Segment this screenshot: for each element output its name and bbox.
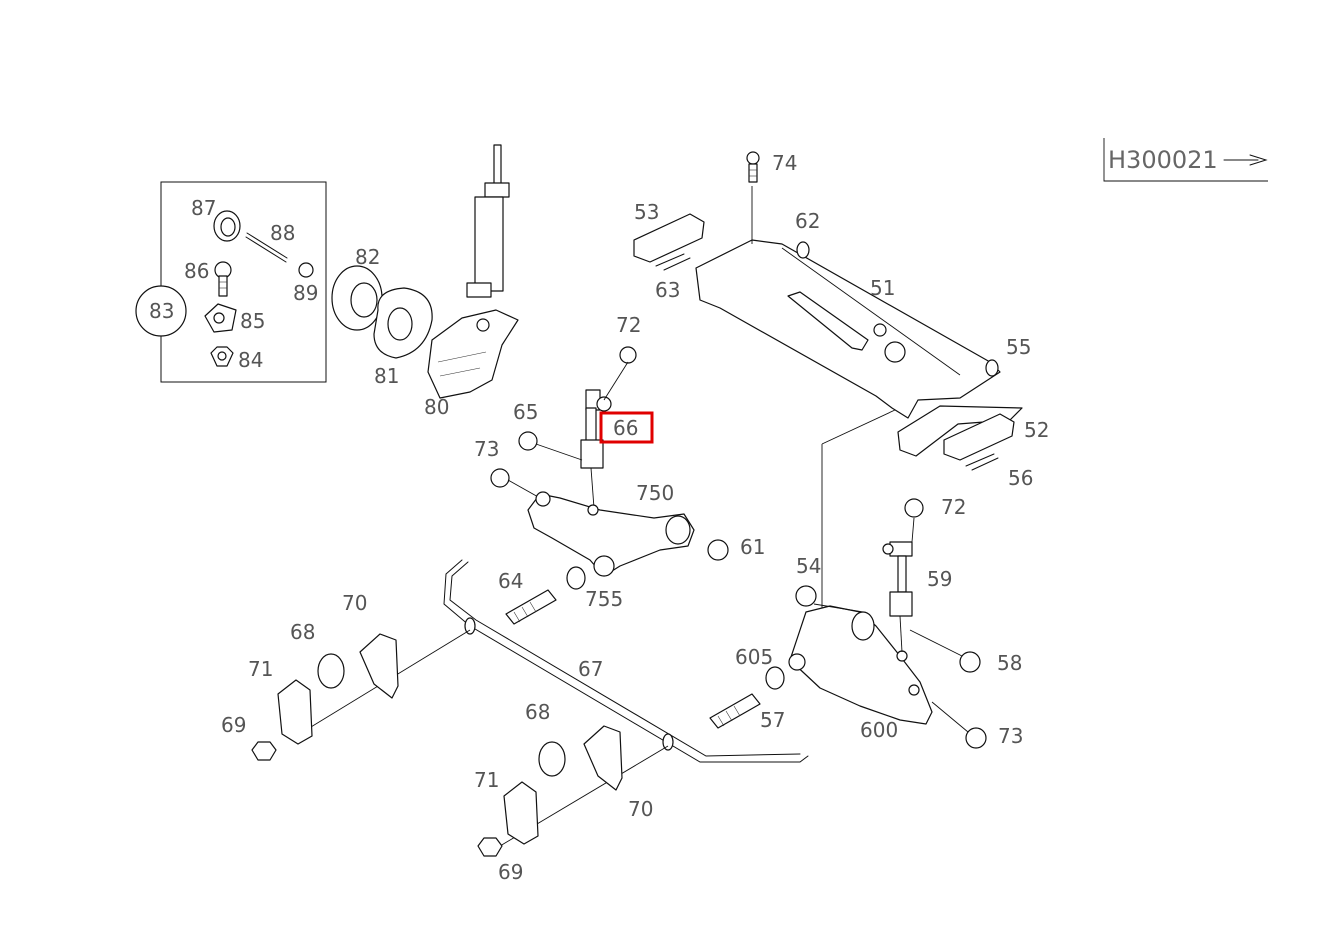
part-750-control-arm bbox=[527, 491, 695, 577]
callout-82: 82 bbox=[355, 245, 380, 269]
reference-code: H300021 bbox=[1108, 146, 1218, 174]
part-71-clamp-right bbox=[503, 781, 539, 845]
part-58-nut bbox=[959, 651, 981, 673]
part-600-control-arm bbox=[788, 605, 933, 725]
callout-88: 88 bbox=[270, 221, 295, 245]
callout-89: 89 bbox=[293, 281, 318, 305]
shock-absorber bbox=[466, 144, 510, 298]
part-755-bushing bbox=[566, 566, 586, 590]
callout-84: 84 bbox=[238, 348, 263, 372]
arrow-icon bbox=[1223, 154, 1268, 166]
callout-83: 83 bbox=[149, 299, 174, 323]
callout-labels: 87 88 86 89 83 85 84 82 81 80 74 62 53 6… bbox=[149, 151, 1049, 884]
callout-605: 605 bbox=[735, 645, 773, 669]
callout-70-right: 70 bbox=[628, 797, 653, 821]
part-62-washer bbox=[796, 241, 810, 259]
callout-600: 600 bbox=[860, 718, 898, 742]
part-65-nut bbox=[518, 431, 538, 451]
callout-71-left: 71 bbox=[248, 657, 273, 681]
part-53-bump-stop bbox=[633, 213, 705, 271]
callout-62: 62 bbox=[795, 209, 820, 233]
clamp-assembly-left bbox=[251, 633, 399, 761]
callout-81: 81 bbox=[374, 364, 399, 388]
callout-61: 61 bbox=[740, 535, 765, 559]
part-57-bolt bbox=[709, 693, 761, 729]
part-74-bolt bbox=[746, 151, 760, 183]
callout-750: 750 bbox=[636, 481, 674, 505]
part-69-nut-left bbox=[251, 741, 277, 761]
part-55-washer bbox=[985, 359, 999, 377]
part-72-nut-upper-right bbox=[904, 498, 924, 518]
part-67-stabilizer-bar bbox=[305, 559, 809, 847]
callout-54: 54 bbox=[796, 554, 821, 578]
part-71-clamp-left bbox=[277, 679, 313, 745]
part-70-bracket-left bbox=[359, 633, 399, 699]
callout-73-left: 73 bbox=[474, 437, 499, 461]
callout-72-right: 72 bbox=[941, 495, 966, 519]
callout-86: 86 bbox=[184, 259, 209, 283]
part-61-nut bbox=[707, 539, 729, 561]
part-59-link-rod bbox=[882, 498, 924, 653]
callout-68-left: 68 bbox=[290, 620, 315, 644]
highlight-box-66 bbox=[599, 411, 654, 444]
part-70-bracket-right bbox=[583, 725, 623, 791]
reference-code-tag: H300021 bbox=[1103, 138, 1268, 182]
part-89-clip bbox=[298, 262, 314, 278]
callout-87: 87 bbox=[191, 196, 216, 220]
callout-85: 85 bbox=[240, 309, 265, 333]
callout-56: 56 bbox=[1008, 466, 1033, 490]
callout-67: 67 bbox=[578, 657, 603, 681]
inset-detail-box bbox=[135, 181, 327, 383]
callout-52: 52 bbox=[1024, 418, 1049, 442]
part-73-nut-right bbox=[965, 727, 987, 749]
callout-69-left: 69 bbox=[221, 713, 246, 737]
callout-53: 53 bbox=[634, 200, 659, 224]
callout-73-right: 73 bbox=[998, 724, 1023, 748]
callout-59: 59 bbox=[927, 567, 952, 591]
callout-68-right: 68 bbox=[525, 700, 550, 724]
callout-51: 51 bbox=[870, 276, 895, 300]
clamp-assembly-right bbox=[477, 725, 623, 857]
callout-70-left: 70 bbox=[342, 591, 367, 615]
part-66-link-rod bbox=[580, 346, 637, 509]
callout-74: 74 bbox=[772, 151, 797, 175]
callout-755: 755 bbox=[585, 587, 623, 611]
part-68-bushing-right bbox=[538, 741, 566, 777]
callout-69-right: 69 bbox=[498, 860, 523, 884]
callout-63: 63 bbox=[655, 278, 680, 302]
callout-65: 65 bbox=[513, 400, 538, 424]
part-69-nut-right bbox=[477, 837, 503, 857]
callout-57: 57 bbox=[760, 708, 785, 732]
part-80-knuckle bbox=[427, 309, 519, 399]
callout-64: 64 bbox=[498, 569, 523, 593]
part-52-bump-stop bbox=[943, 413, 1015, 471]
subframe bbox=[695, 186, 1023, 652]
callout-55: 55 bbox=[1006, 335, 1031, 359]
part-72-nut-upper-left bbox=[619, 346, 637, 364]
part-68-bushing-left bbox=[317, 653, 345, 689]
part-605-bushing bbox=[765, 666, 785, 690]
callout-71-right: 71 bbox=[474, 768, 499, 792]
part-54-nut bbox=[795, 585, 817, 607]
callout-58: 58 bbox=[997, 651, 1022, 675]
callout-72-left: 72 bbox=[616, 313, 641, 337]
group-circle-83 bbox=[135, 285, 187, 337]
part-64-bolt bbox=[505, 589, 557, 625]
callout-66: 66 bbox=[613, 416, 638, 440]
hub-brake-assembly bbox=[331, 265, 519, 399]
part-73-nut-left bbox=[490, 468, 510, 488]
callout-80: 80 bbox=[424, 395, 449, 419]
part-88-pin bbox=[245, 236, 287, 263]
